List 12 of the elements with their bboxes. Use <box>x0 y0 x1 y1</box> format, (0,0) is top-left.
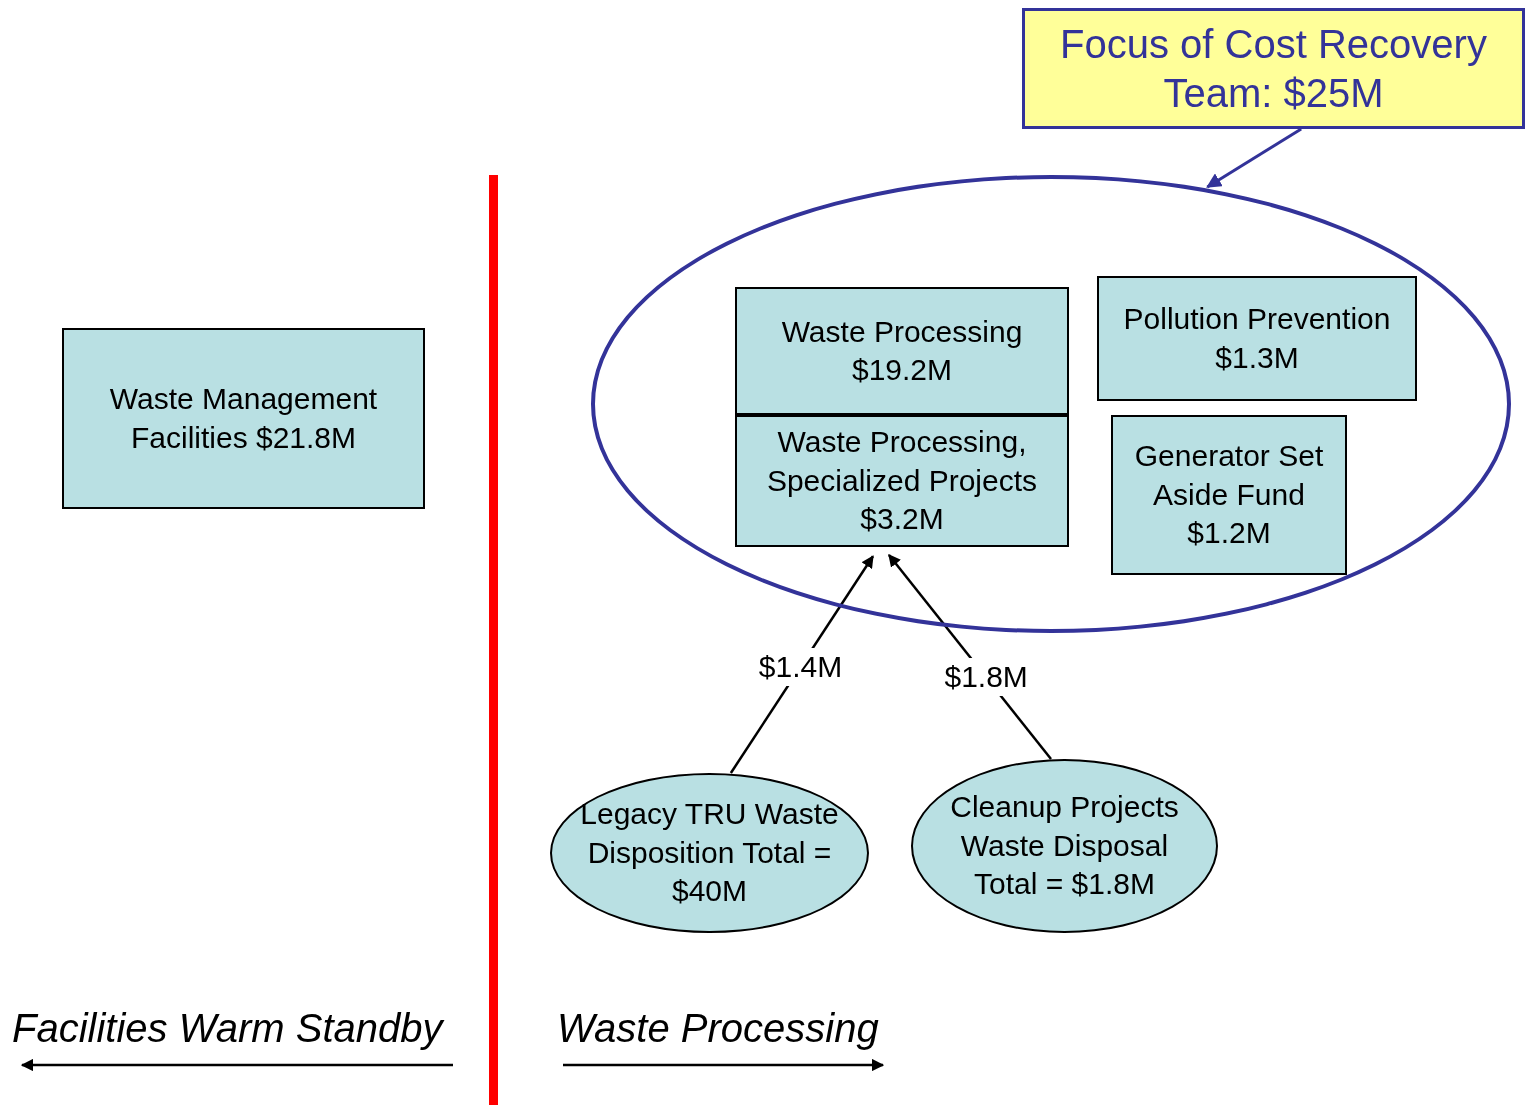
process-box: Waste Processing, Specialized Projects $3.2M <box>735 415 1069 547</box>
source-ellipse: Cleanup Projects Waste Disposal Total = $1.8M <box>911 759 1218 933</box>
section-label: Waste Processing <box>557 1006 879 1051</box>
arrow <box>1206 127 1302 189</box>
section-label: Facilities Warm Standby <box>12 1006 443 1051</box>
process-box: Pollution Prevention $1.3M <box>1097 276 1417 401</box>
process-box: Waste Processing $19.2M <box>735 287 1069 415</box>
ellipse-outline <box>591 175 1511 633</box>
process-box: Generator Set Aside Fund $1.2M <box>1111 415 1347 575</box>
callout-box: Focus of Cost Recovery Team: $25M <box>1022 8 1525 129</box>
source-ellipse: Legacy TRU Waste Disposition Total = $40M <box>550 773 869 933</box>
process-box: Waste Management Facilities $21.8M <box>62 328 425 509</box>
